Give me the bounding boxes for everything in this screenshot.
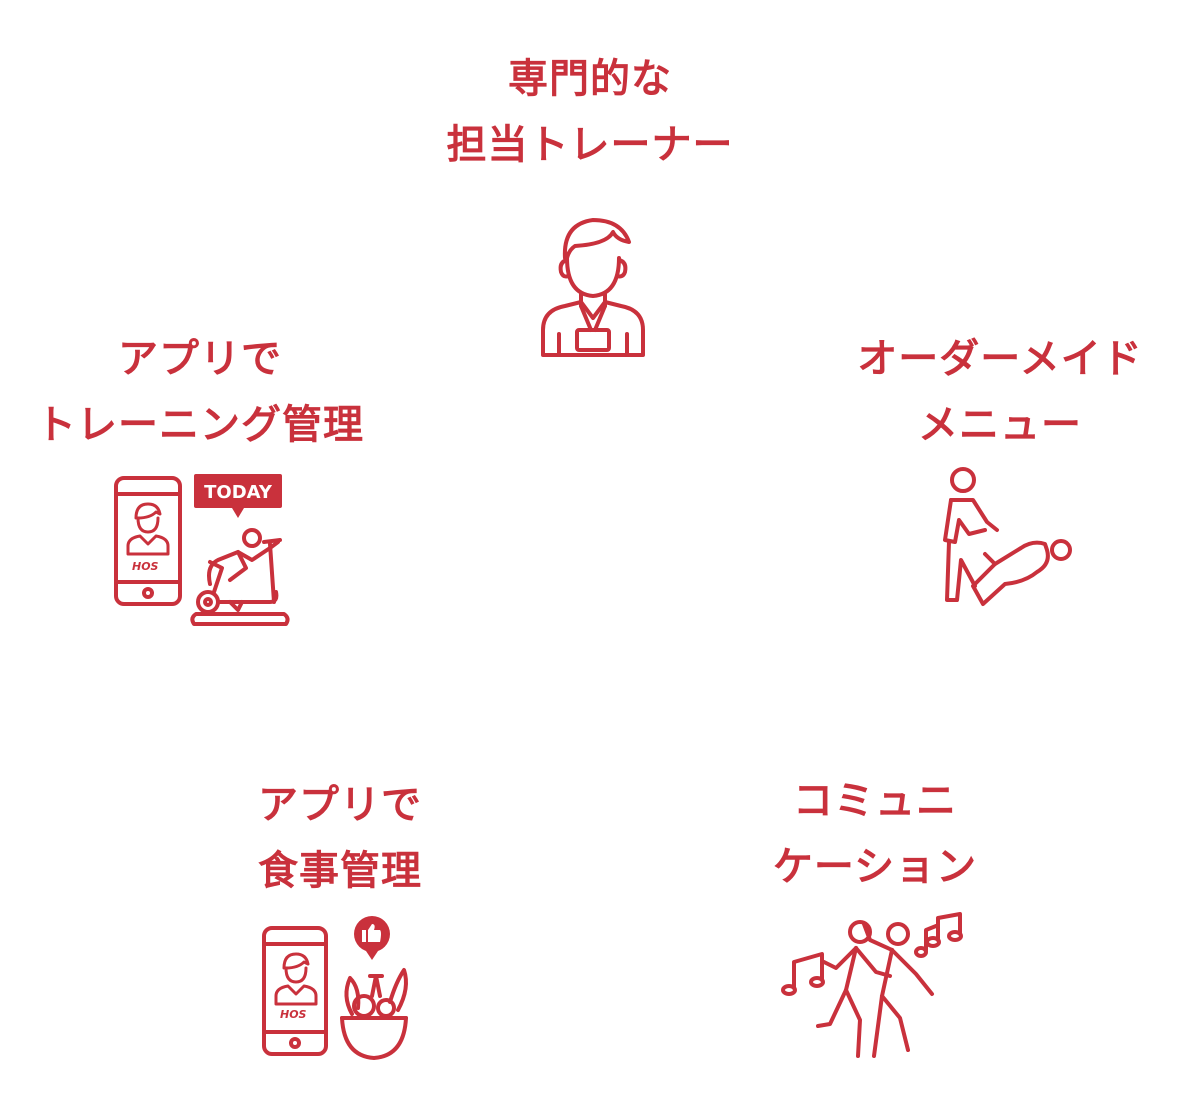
dancing-music-icon <box>780 910 970 1070</box>
title-line-2: ケーション <box>772 844 978 890</box>
stretching-assist-icon <box>925 464 1075 614</box>
title-line-1: オーダーメイド <box>857 336 1143 382</box>
title-line-1: アプリで <box>258 782 422 828</box>
title-line-2: メニュー <box>918 402 1082 448</box>
feature-communication: コミュニ ケーション <box>710 768 1040 1070</box>
title-line-2: トレーニング管理 <box>36 402 364 448</box>
phone-food-bowl-icon: HOS <box>260 916 420 1066</box>
app-logo-text: HOS <box>132 560 159 573</box>
feature-training-app: アプリで トレーニング管理 HOS TODAY <box>20 326 380 632</box>
feature-meal: アプリで 食事管理 HOS <box>190 772 490 1066</box>
trainer-person-icon <box>535 210 645 360</box>
feature-title-training-app: アプリで トレーニング管理 <box>36 326 364 458</box>
app-logo-text: HOS <box>280 1008 307 1021</box>
feature-title-trainer: 専門的な 担当トレーナー <box>447 46 734 178</box>
today-badge-text: TODAY <box>204 482 273 503</box>
feature-trainer: 専門的な 担当トレーナー <box>390 46 790 360</box>
title-line-1: コミュニ <box>792 778 957 824</box>
title-line-2: 担当トレーナー <box>446 122 734 168</box>
title-line-1: 専門的な <box>508 56 672 102</box>
feature-title-custom-menu: オーダーメイド メニュー <box>857 326 1142 458</box>
title-line-1: アプリで <box>118 336 282 382</box>
feature-custom-menu: オーダーメイド メニュー <box>830 326 1170 614</box>
feature-title-communication: コミュニ ケーション <box>773 768 977 900</box>
feature-title-meal: アプリで 食事管理 <box>258 772 422 904</box>
title-line-2: 食事管理 <box>258 848 422 894</box>
phone-exercise-bike-icon: HOS TODAY <box>110 472 290 632</box>
